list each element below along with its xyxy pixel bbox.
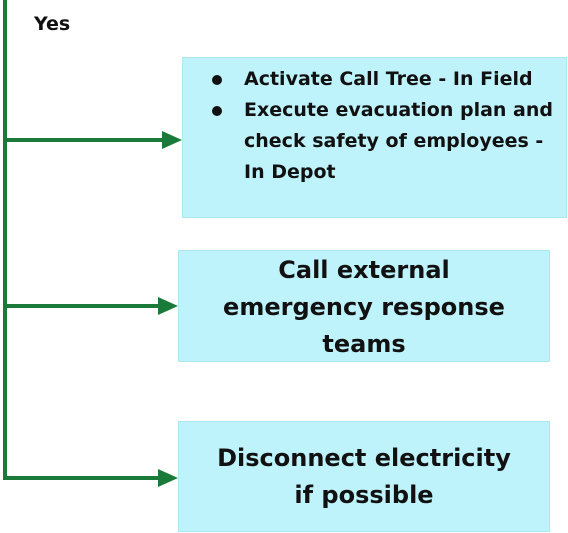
arrowhead-3	[158, 469, 178, 487]
action-text-emergency-response: Call external emergency response teams	[223, 256, 505, 358]
bullet-dot-icon	[212, 106, 222, 116]
bullet-item-evacuation: Execute evacuation plan and check safety…	[204, 95, 556, 188]
arrowhead-2	[158, 297, 178, 315]
bullet-dot-icon	[212, 75, 222, 85]
yes-branch-label: Yes	[34, 13, 71, 35]
arrowhead-1	[162, 131, 182, 149]
bullet-item-call-tree: Activate Call Tree - In Field	[204, 64, 556, 95]
action-text-disconnect-electricity: Disconnect electricity if possible	[217, 444, 511, 509]
action-box-disconnect-electricity: Disconnect electricity if possible	[178, 421, 550, 532]
action-box-call-tree: Activate Call Tree - In Field Execute ev…	[182, 57, 567, 218]
action-box-emergency-response: Call external emergency response teams	[178, 250, 550, 362]
action-bullet-list: Activate Call Tree - In Field Execute ev…	[204, 64, 556, 188]
bullet-text: Activate Call Tree - In Field	[244, 68, 533, 90]
bullet-text: Execute evacuation plan and check safety…	[244, 99, 554, 183]
